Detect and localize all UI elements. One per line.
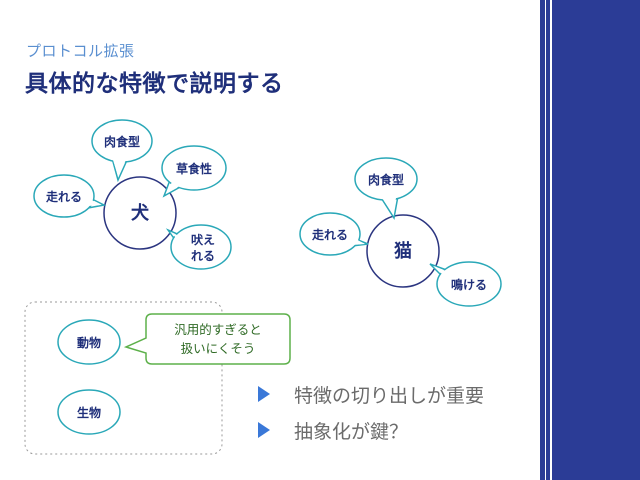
dog-bubble-bark: 吠え れる: [165, 224, 232, 270]
slide-subtitle: プロトコル拡張: [26, 42, 135, 60]
triangle-bullet-icon: [258, 422, 270, 438]
dog-bubble-bark-text-1: 吠え: [191, 232, 215, 247]
dog-bubble-meat-text: 肉食型: [104, 134, 140, 149]
cat-bubble-meow-text: 鳴ける: [451, 277, 487, 292]
dog-bubble-meat: 肉食型: [91, 119, 153, 183]
side-band: [540, 0, 640, 480]
cat-label: 猫: [394, 240, 412, 262]
dog-label: 犬: [131, 202, 150, 224]
cat-bubble-meat: 肉食型: [354, 157, 418, 221]
bullet-item: 抽象化が鍵？: [258, 412, 484, 448]
dog-bubble-run-text: 走れる: [46, 189, 82, 204]
note-text-1: 汎用的すぎると: [174, 322, 262, 337]
cat-bubble-run: 走れる: [299, 212, 369, 256]
dog-bubble-run: 走れる: [33, 174, 107, 218]
dog-bubble-grass: 草食性: [161, 145, 227, 198]
dog-bubble-bark-text-2: れる: [191, 249, 215, 263]
side-stripe: [550, 0, 552, 480]
triangle-bullet-icon: [258, 386, 270, 402]
bullet-text: 特徴の切り出しが重要: [294, 384, 485, 407]
bullet-list: 特徴の切り出しが重要 抽象化が鍵？: [258, 376, 484, 448]
bullet-text: 抽象化が鍵？: [294, 420, 409, 443]
cat-bubble-meow: 鳴ける: [429, 261, 502, 307]
creature-bubble-text: 生物: [77, 405, 101, 420]
note-callout: 汎用的すぎると 扱いにくそう: [123, 313, 291, 365]
slide-title: 具体的な特徴で説明する: [25, 71, 284, 97]
cat-node: [366, 214, 440, 288]
cat-bubble-meat-text: 肉食型: [368, 172, 404, 187]
creature-bubble: 生物: [57, 389, 121, 435]
note-text-2: 扱いにくそう: [181, 341, 256, 356]
animal-bubble: 動物: [57, 319, 121, 365]
cat-bubble-run-text: 走れる: [312, 227, 348, 242]
side-stripe-thin: [545, 0, 546, 480]
dog-node: [103, 176, 177, 250]
dog-bubble-grass-text: 草食性: [176, 161, 212, 176]
bullet-item: 特徴の切り出しが重要: [258, 376, 484, 412]
animal-bubble-text: 動物: [77, 335, 101, 350]
concept-diagram: 犬 肉食型 草食性 走れる 吠え れる 猫 肉食型: [24, 119, 502, 455]
